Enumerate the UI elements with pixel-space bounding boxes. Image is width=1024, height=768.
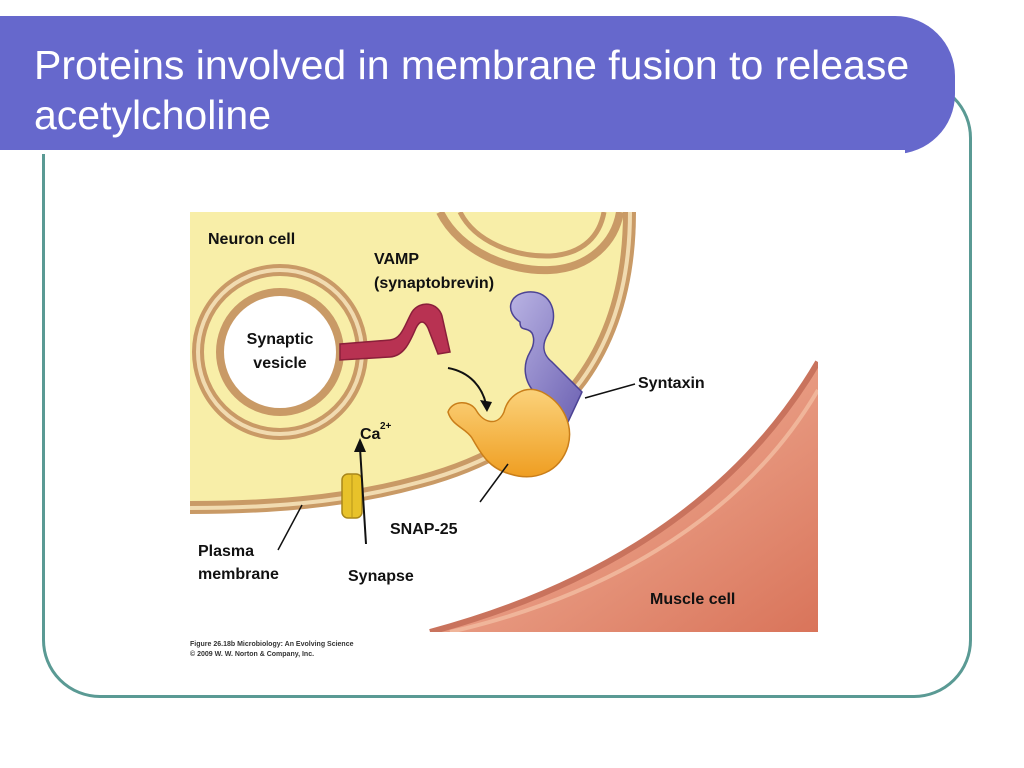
label-synaptic: Synaptic: [247, 331, 314, 348]
snap25-protein: [447, 388, 571, 478]
muscle-cell: [430, 362, 818, 632]
label-synapse: Synapse: [348, 568, 414, 585]
slide-title: Proteins involved in membrane fusion to …: [34, 42, 910, 138]
label-ca: Ca: [360, 426, 381, 443]
label-ca-charge: 2+: [380, 421, 392, 432]
organelle-arc: [436, 212, 624, 275]
caption-line-1: Figure 26.18b Microbiology: An Evolving …: [190, 641, 354, 648]
label-syntaxin: Syntaxin: [638, 375, 705, 392]
caption-line-2: © 2009 W. W. Norton & Company, Inc.: [190, 651, 315, 658]
label-plasma: Plasma: [198, 543, 254, 560]
label-membrane: membrane: [198, 566, 279, 583]
membrane-fusion-diagram: Neuron cell VAMP (synaptobrevin) Synapti…: [190, 212, 818, 632]
label-vamp: VAMP: [374, 251, 419, 268]
title-band: Proteins involved in membrane fusion to …: [0, 16, 955, 154]
figure-caption: Figure 26.18b Microbiology: An Evolving …: [190, 640, 354, 660]
syntaxin-protein: [509, 291, 583, 424]
title-underline: [0, 150, 905, 154]
label-snap25: SNAP-25: [390, 521, 458, 538]
label-vesicle: vesicle: [253, 355, 306, 372]
label-vamp-alt: (synaptobrevin): [374, 275, 494, 292]
label-neuron-cell: Neuron cell: [208, 231, 295, 248]
vamp-protein: [339, 303, 451, 361]
label-muscle-cell: Muscle cell: [650, 591, 735, 608]
